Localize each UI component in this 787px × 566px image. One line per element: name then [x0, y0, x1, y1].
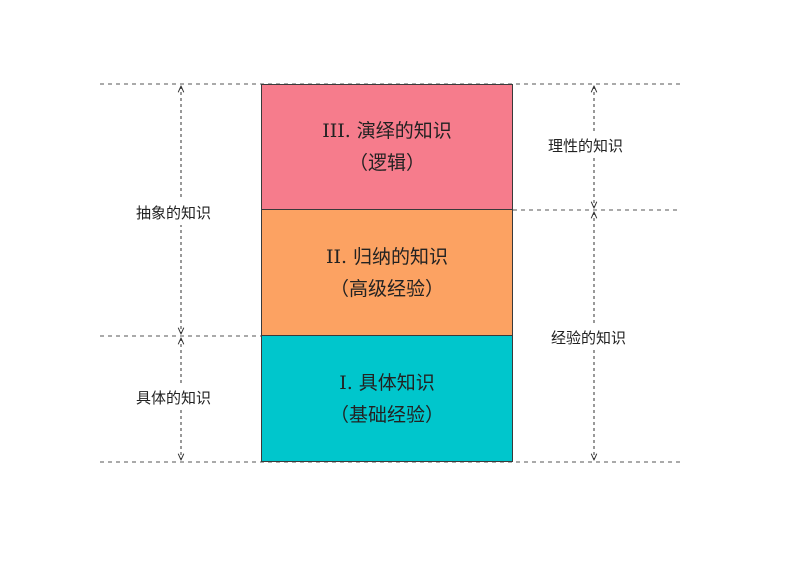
label-rational-knowledge: 理性的知识	[546, 133, 626, 158]
tier-subtitle: （逻辑）	[348, 152, 425, 174]
tier-name: 归纳的知识	[353, 245, 449, 268]
label-concrete-knowledge: 具体的知识	[134, 385, 214, 410]
tier-name: 演绎的知识	[356, 120, 452, 142]
tier-numeral: I.	[339, 371, 353, 394]
tier-subtitle: （高级经验）	[329, 277, 444, 300]
tier-inductive-knowledge: II.归纳的知识 （高级经验）	[261, 210, 513, 336]
tier-name: 具体知识	[358, 371, 435, 394]
tier-concrete-knowledge: I.具体知识 （基础经验）	[261, 336, 513, 462]
tier-numeral: III.	[322, 120, 351, 142]
tier-numeral: II.	[325, 245, 348, 268]
tier-deductive-knowledge: III.演绎的知识 （逻辑）	[261, 84, 513, 210]
label-abstract-knowledge: 抽象的知识	[134, 200, 214, 225]
tier-subtitle: （基础经验）	[329, 403, 444, 426]
label-empirical-knowledge: 经验的知识	[549, 325, 629, 350]
